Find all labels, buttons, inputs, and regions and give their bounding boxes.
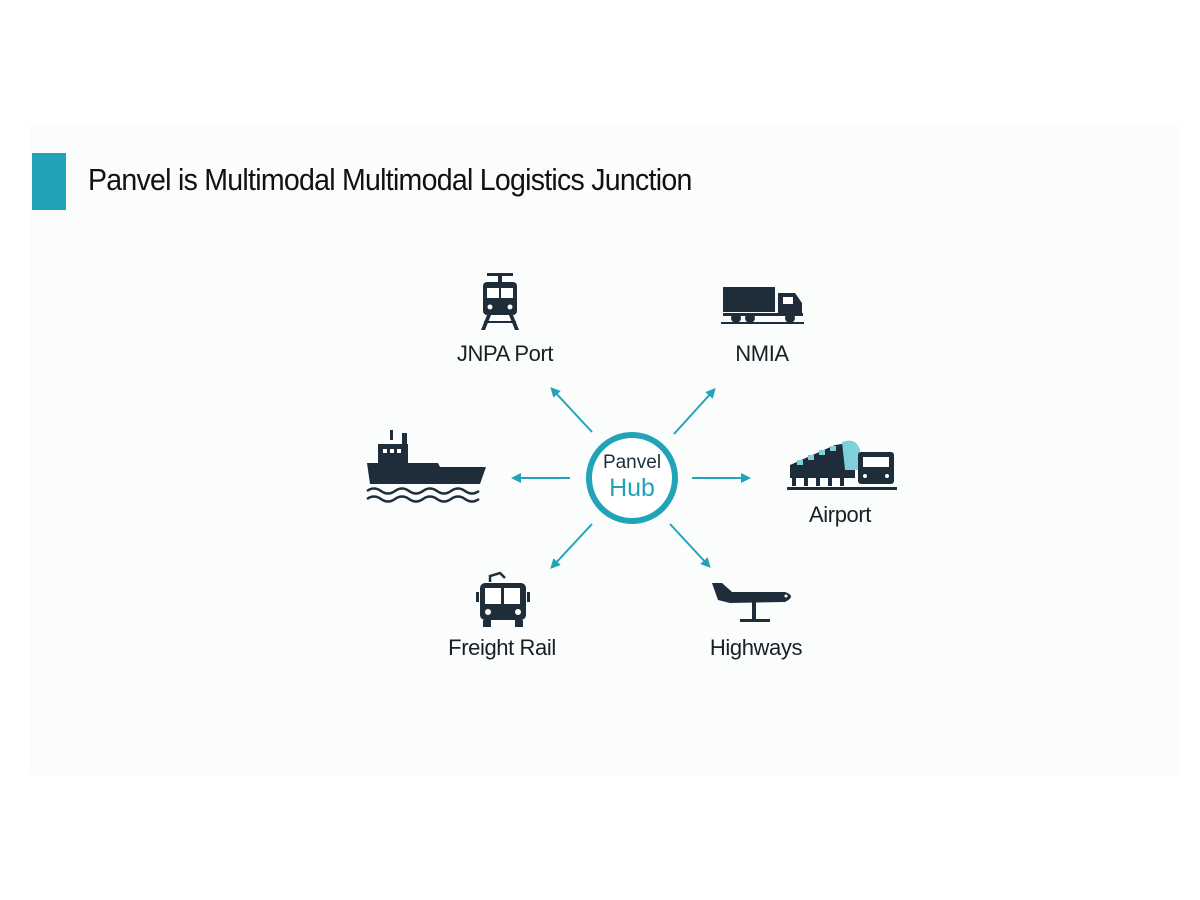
rail-terminal-icon xyxy=(787,440,897,490)
ship-icon xyxy=(366,430,486,503)
node-label-airport: Airport xyxy=(809,502,871,527)
hub-circle xyxy=(586,432,678,524)
arrow-to-nmia xyxy=(673,388,716,435)
truck-icon xyxy=(721,287,804,324)
title-accent-bar xyxy=(32,153,66,210)
page-title: Panvel is Multimodal Multimodal Logistic… xyxy=(88,162,692,197)
hub-label-line2: Hub xyxy=(609,474,655,502)
node-label-highways: Highways xyxy=(709,635,803,660)
node-label-freight-rail: Freight Rail xyxy=(448,635,556,660)
airplane-icon xyxy=(712,583,791,622)
arrow-to-jnpa-port xyxy=(550,387,593,433)
bus-icon xyxy=(476,571,530,627)
arrow-to-freight-rail xyxy=(550,523,593,569)
node-label-nmia: NMIA xyxy=(735,341,789,366)
hub-label-line1: Panvel xyxy=(602,452,662,473)
train-icon xyxy=(481,273,519,330)
arrow-to-highways xyxy=(669,523,711,568)
node-label-jnpa-port: JNPA Port xyxy=(456,341,554,366)
